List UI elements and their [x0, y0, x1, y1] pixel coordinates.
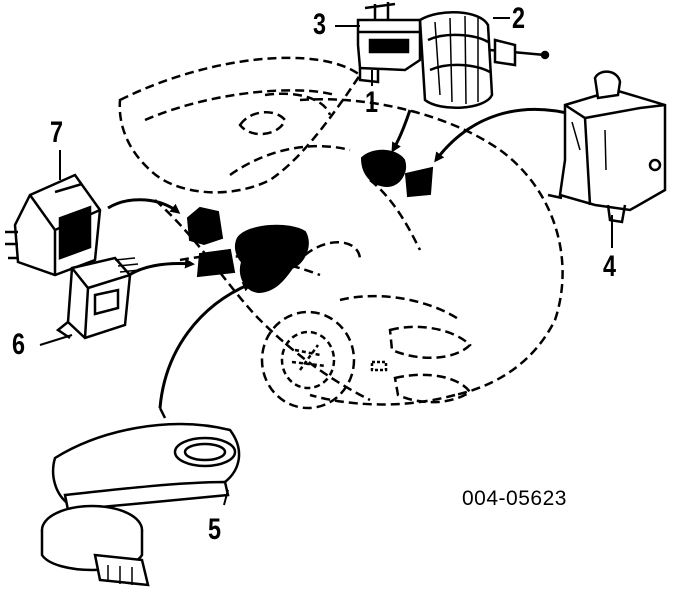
master-cylinder — [356, 2, 422, 84]
relay-module — [55, 256, 141, 340]
brake-booster — [418, 10, 550, 110]
callout-7: 7 — [50, 116, 64, 149]
callout-6: 6 — [12, 328, 26, 361]
callout-leaders — [39, 17, 613, 506]
callout-2: 2 — [512, 2, 526, 35]
vehicle-outline — [118, 56, 564, 406]
reference-code: 004-05623 — [462, 487, 567, 510]
pointer-arrows — [107, 107, 576, 409]
callout-1: 1 — [365, 86, 379, 119]
callout-4: 4 — [603, 250, 617, 283]
fluid-reservoir — [547, 70, 667, 224]
air-cleaner-assembly — [40, 407, 241, 587]
control-module — [5, 173, 102, 277]
callout-5: 5 — [208, 513, 222, 546]
location-markers — [186, 149, 434, 294]
front-wheel — [260, 310, 388, 410]
callout-3: 3 — [313, 8, 327, 41]
